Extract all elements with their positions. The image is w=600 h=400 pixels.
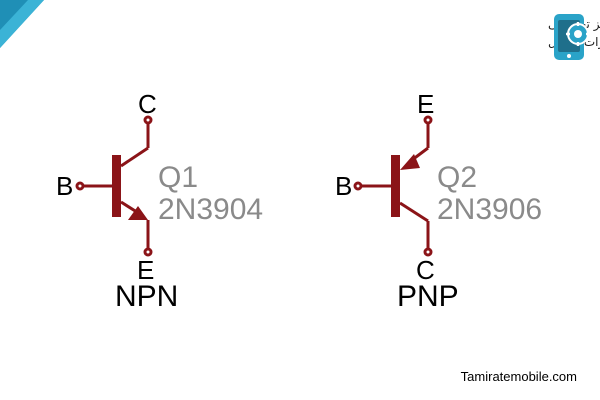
q1-reference: Q1 [158, 161, 198, 194]
q1-collector-pin [143, 115, 153, 125]
q1-base-label: B [56, 171, 73, 201]
q1-part-number: 2N3904 [158, 193, 263, 226]
q2-emitter-pin [423, 115, 433, 125]
q2-collector-diagonal [399, 201, 429, 223]
corner-decoration [0, 0, 44, 48]
q2-collector-pin [423, 247, 433, 257]
q2-reference: Q2 [437, 161, 477, 194]
q2-type-label: PNP [397, 280, 459, 313]
q1-emitter-label: E [137, 255, 154, 285]
transistor-q1-symbol [75, 115, 153, 257]
q2-base-pin [353, 181, 363, 191]
q2-base-label: B [335, 171, 352, 201]
q1-type-label: NPN [115, 280, 178, 313]
q1-collector-label: C [138, 89, 157, 119]
q1-base-bar [112, 155, 121, 217]
q1-base-pin [75, 181, 85, 191]
q2-base-bar [391, 155, 400, 217]
q2-part-number: 2N3906 [437, 193, 542, 226]
q2-collector-label: C [416, 255, 435, 285]
transistor-q2-symbol [353, 115, 433, 257]
q2-emitter-label: E [417, 89, 434, 119]
q1-collector-diagonal [120, 146, 149, 168]
q1-emitter-pin [143, 247, 153, 257]
q2-emitter-arrow [400, 154, 420, 170]
website-link[interactable]: Tamiratemobile.com [461, 369, 577, 384]
q1-emitter-arrow [128, 206, 148, 220]
phone-gear-icon [554, 14, 590, 60]
brand-logo: مرکز تخصصی تعمیرات موبایل [548, 14, 600, 60]
